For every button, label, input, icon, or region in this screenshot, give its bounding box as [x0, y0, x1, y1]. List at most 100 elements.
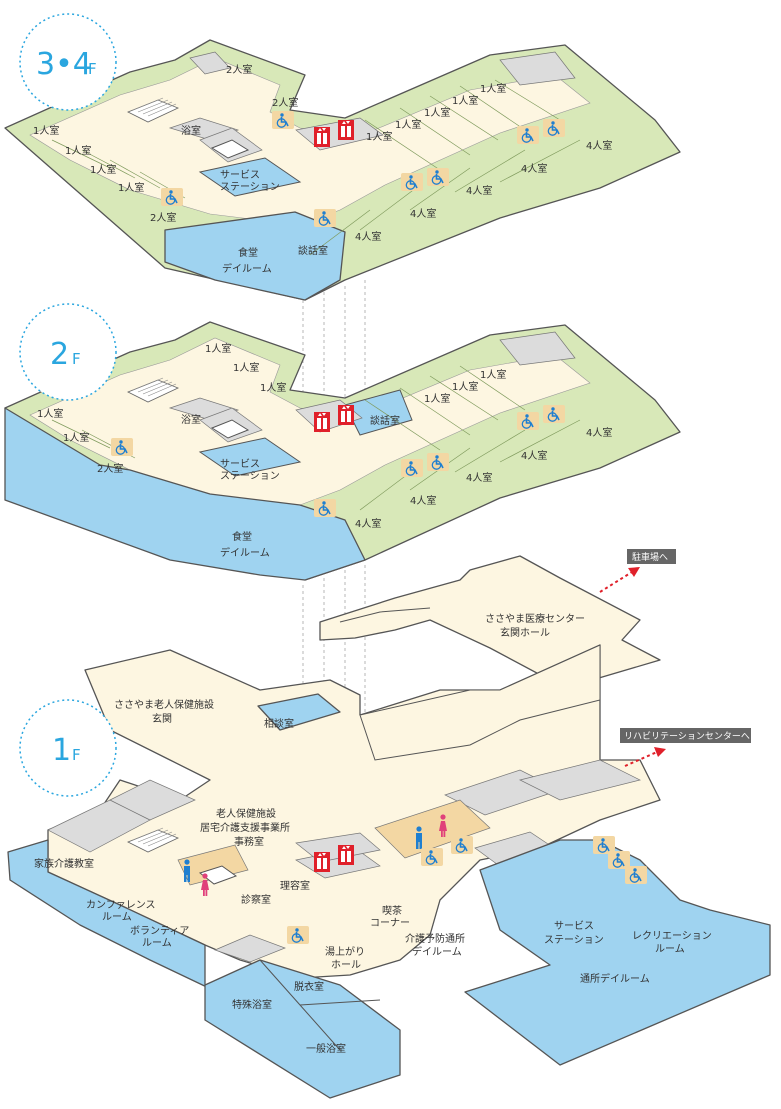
- floor-2-suffix: F: [72, 350, 81, 368]
- room-label: ささやま老人保健施設: [114, 698, 214, 711]
- room-label: 玄関ホール: [500, 626, 550, 639]
- wheelchair-icon: [400, 172, 424, 192]
- wheelchair-icon: [110, 437, 134, 457]
- room-label: デイルーム: [412, 945, 462, 958]
- room-label: ルーム: [102, 911, 132, 923]
- wheelchair-icon: [516, 411, 540, 431]
- floor-badge-3-4f: 3•4 F: [19, 13, 117, 111]
- wheelchair-icon: [624, 865, 648, 885]
- room-label: 1人室: [480, 82, 506, 95]
- room-label: 1人室: [452, 94, 478, 107]
- floor-2-label: 2: [50, 337, 69, 372]
- female-restroom-icon: [201, 873, 209, 896]
- room-label: 家族介護教室: [34, 857, 94, 870]
- room-label: 4人室: [586, 426, 612, 439]
- room-label: 談話室: [370, 414, 400, 427]
- female-restroom-icon: [439, 814, 447, 837]
- room-label: デイルーム: [222, 262, 272, 275]
- svg-text:駐車場へ: 駐車場へ: [632, 551, 668, 563]
- room-label: 4人室: [521, 162, 547, 175]
- room-label: ルーム: [142, 937, 172, 949]
- wheelchair-icon: [450, 835, 474, 855]
- direction-arrow-icon: [628, 567, 640, 577]
- stairs-1f: [127, 827, 180, 853]
- wheelchair-icon: [313, 208, 337, 228]
- svg-text:リハビリテーションセンターへ: リハビリテーションセンターへ: [624, 731, 750, 742]
- wheelchair-icon: [420, 847, 444, 867]
- room-label: 1人室: [65, 144, 91, 157]
- floor-badge-1f: 1 F: [19, 699, 117, 797]
- room-label: 4人室: [466, 471, 492, 484]
- room-label: 4人室: [586, 139, 612, 152]
- male-restroom-icon: [184, 859, 190, 882]
- wheelchair-icon: [426, 452, 450, 472]
- room-label: 一般浴室: [306, 1042, 346, 1055]
- room-label: 4人室: [355, 230, 381, 243]
- floor-1: 1 F ささやま老人保健施設 玄関 相談室 老人保健施設 居宅介護支援事業所 事…: [7, 644, 771, 1099]
- room-label: 玄関: [152, 712, 172, 725]
- room-label: 理容室: [280, 879, 310, 892]
- floor-1-label: 1: [52, 733, 71, 768]
- wheelchair-icon: [426, 167, 450, 187]
- room-label: 食堂: [238, 246, 258, 259]
- rehab-sign: リハビリテーションセンターへ: [620, 728, 751, 767]
- room-label: 湯上がり: [325, 945, 365, 958]
- wheelchair-icon: [542, 118, 566, 138]
- room-label: 1人室: [233, 361, 259, 374]
- room-label: 診察室: [241, 893, 271, 906]
- elevator-icon: [338, 120, 354, 140]
- wheelchair-icon: [271, 110, 295, 130]
- room-label: 浴室: [181, 413, 201, 426]
- room-label: ステーション: [220, 182, 280, 193]
- room-label: 老人保健施設: [216, 807, 276, 820]
- room-label: 4人室: [355, 517, 381, 530]
- room-label: 1人室: [480, 368, 506, 381]
- room-label: 1人室: [118, 181, 144, 194]
- wheelchair-icon: [400, 458, 424, 478]
- room-label: ささやま医療センター: [485, 612, 585, 625]
- room-label: 事務室: [234, 835, 264, 848]
- room-label: サービス: [220, 458, 260, 470]
- floor-3-4: 3•4 F 1人室 1人室 1人室 1人室 2人室 2人室 2人室 1人室 1人…: [4, 13, 681, 301]
- room-label: 談話室: [298, 244, 328, 257]
- room-label: 2人室: [97, 462, 123, 475]
- room-label: ボランティア: [130, 925, 189, 937]
- wheelchair-icon: [542, 404, 566, 424]
- room-label: 2人室: [226, 63, 252, 76]
- room-label: 脱衣室: [294, 980, 324, 993]
- room-label: 1人室: [260, 381, 286, 394]
- room-label: サービス: [554, 920, 594, 932]
- room-label: 4人室: [521, 449, 547, 462]
- room-label: 2人室: [150, 211, 176, 224]
- room-label: 1人室: [366, 130, 392, 143]
- room-label: 4人室: [410, 207, 436, 220]
- elevator-icon: [314, 127, 330, 147]
- room-label: 1人室: [395, 118, 421, 131]
- male-restroom-icon: [416, 826, 422, 849]
- room-label: 1人室: [90, 163, 116, 176]
- direction-arrow-icon: [654, 747, 666, 757]
- room-label: カンファレンス: [86, 899, 156, 911]
- room-label: デイルーム: [220, 546, 270, 559]
- parking-sign: 駐車場へ: [599, 549, 676, 593]
- elevator-icon: [314, 852, 330, 872]
- medical-center-hall: ささやま医療センター 玄関ホール 駐車場へ: [319, 549, 676, 689]
- floor-3-4-suffix: F: [88, 60, 97, 78]
- room-label: ホール: [331, 959, 361, 971]
- room-label: 介護予防通所: [405, 932, 465, 945]
- room-label: 1人室: [33, 124, 59, 137]
- elevator-icon: [314, 412, 330, 432]
- room-label: 喫茶: [382, 904, 402, 917]
- room-label: 通所デイルーム: [580, 972, 650, 985]
- room-label: 1人室: [205, 342, 231, 355]
- stairs-3-4f: [127, 97, 180, 123]
- room-label: 1人室: [424, 106, 450, 119]
- wheelchair-icon: [313, 498, 337, 518]
- wheelchair-icon: [286, 925, 310, 945]
- room-label: サービス: [220, 169, 260, 181]
- floor-2: 2 F 1人室 1人室 1人室 1人室 1人室 2人室 1人室 1人室 1人室 …: [4, 303, 681, 581]
- room-label: 特殊浴室: [232, 998, 272, 1011]
- floor-1-suffix: F: [72, 746, 81, 764]
- room-label: 居宅介護支援事業所: [200, 821, 290, 834]
